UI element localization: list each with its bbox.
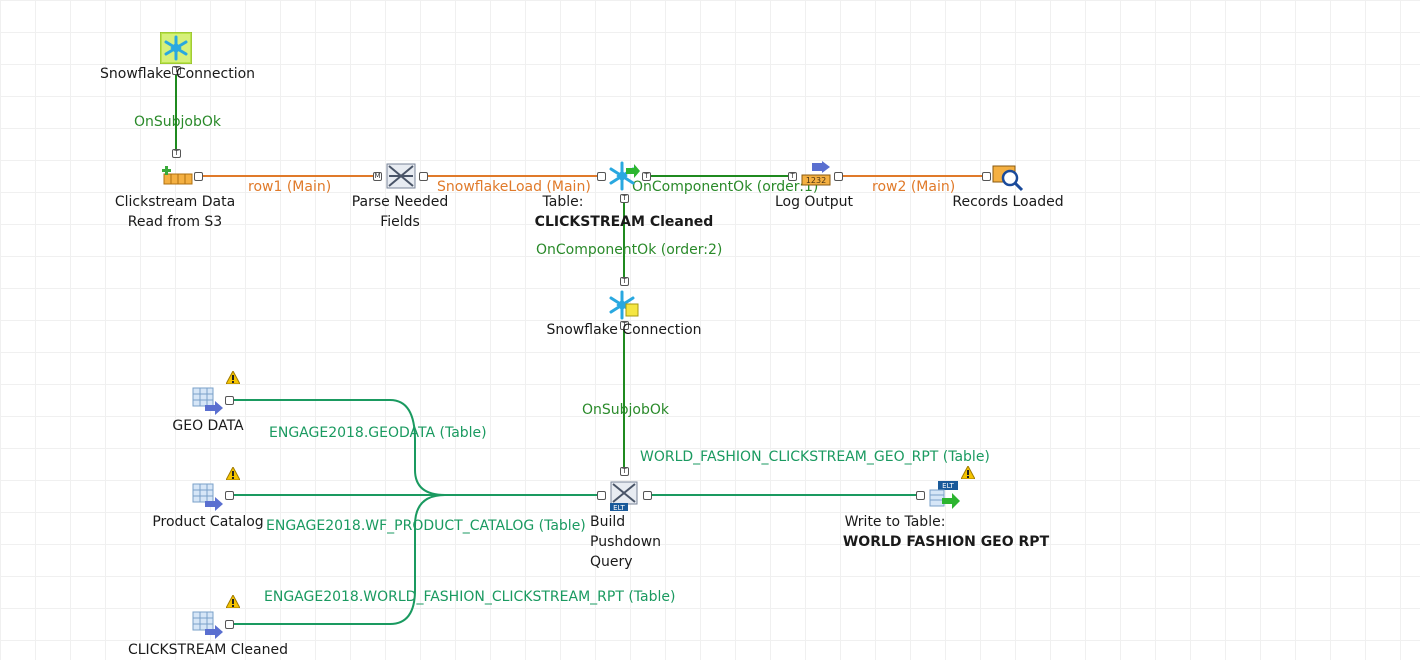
connector-out[interactable] — [834, 172, 843, 181]
label-subjob-ok-1: OnSubjobOk — [134, 114, 222, 130]
snowflake-output-icon — [609, 161, 640, 191]
caption-line: Pushdown — [590, 534, 662, 550]
snowflake-connection-icon — [159, 31, 193, 65]
connector-in[interactable] — [982, 172, 991, 181]
clickstream-read-label: Clickstream Data Read from S3 — [100, 192, 250, 232]
elt-input-icon — [192, 611, 223, 639]
log-output-component[interactable]: 1232 — [800, 161, 832, 187]
connector-in[interactable]: T — [620, 467, 629, 476]
connector-out[interactable]: T — [642, 172, 651, 181]
build-query-label: Build Pushdown Query — [590, 512, 670, 572]
write-table-label-line2: WORLD FASHION GEO RPT — [836, 532, 1056, 552]
warning-icon — [225, 369, 241, 388]
label-subjob-ok-2: OnSubjobOk — [582, 402, 670, 418]
warning-icon — [225, 593, 241, 612]
connector-in[interactable]: M — [373, 172, 382, 181]
clickstream-cleaned-component[interactable] — [191, 610, 225, 640]
snowflake-output-component[interactable] — [608, 160, 640, 192]
geo-data-component[interactable] — [191, 386, 225, 416]
label-product-catalog-table: ENGAGE2018.WF_PRODUCT_CATALOG (Table) — [266, 518, 586, 534]
connector-out[interactable] — [225, 620, 234, 629]
parse-fields-label: Parse Needed Fields — [340, 192, 460, 232]
caption-line: Parse Needed — [351, 194, 449, 210]
connector-in[interactable] — [597, 491, 606, 500]
connector-out[interactable] — [225, 396, 234, 405]
connector-in[interactable] — [597, 172, 606, 181]
snowflake-connection-icon — [609, 290, 639, 320]
clickstream-read-component[interactable] — [162, 164, 194, 186]
geo-data-label: GEO DATA — [172, 418, 244, 434]
caption-line: Clickstream Data — [114, 194, 236, 210]
connector-out[interactable]: T — [620, 321, 629, 330]
caption-line: CLICKSTREAM Cleaned — [534, 214, 714, 230]
caption-line: Build — [590, 514, 626, 530]
label-component-ok-2: OnComponentOk (order:2) — [536, 242, 723, 258]
label-snowflake-load: SnowflakeLoad (Main) — [437, 179, 591, 195]
connector-out[interactable]: T — [620, 194, 629, 203]
label-geo-rpt-table: WORLD_FASHION_CLICKSTREAM_GEO_RPT (Table… — [640, 449, 990, 465]
table-output-label-line1: Table: — [542, 194, 584, 210]
snowflake-connection-component-2[interactable] — [608, 290, 640, 320]
connector-in[interactable]: T — [620, 277, 629, 286]
snowflake-connection-label-2: Snowflake Connection — [546, 322, 702, 338]
elt-map-icon: ELT — [610, 481, 638, 512]
warning-icon — [225, 465, 241, 484]
records-loaded-label: Records Loaded — [952, 194, 1064, 210]
product-catalog-label: Product Catalog — [152, 514, 264, 530]
connector-out[interactable] — [194, 172, 203, 181]
write-table-component[interactable]: ELT — [928, 480, 962, 512]
log-row-icon: 1232 — [801, 161, 831, 186]
connector-in[interactable]: T — [172, 149, 181, 158]
elt-output-icon: ELT — [929, 481, 960, 509]
connector-out[interactable]: T — [172, 66, 181, 75]
warning-icon — [960, 464, 976, 483]
label-row2: row2 (Main) — [872, 179, 956, 195]
parse-fields-component[interactable] — [385, 160, 417, 192]
records-loaded-component[interactable] — [992, 160, 1024, 192]
caption-line: WORLD FASHION GEO RPT — [842, 534, 1050, 550]
connector-out[interactable] — [225, 491, 234, 500]
caption-line: Fields — [380, 214, 420, 230]
label-clickstream-rpt-table: ENGAGE2018.WORLD_FASHION_CLICKSTREAM_RPT… — [264, 589, 676, 605]
log-viewer-icon — [992, 165, 1024, 192]
build-query-component[interactable]: ELT — [608, 480, 640, 512]
snowflake-connection-label-1: Snowflake Connection — [100, 66, 256, 82]
label-component-ok-1: OnComponentOk (order:1) — [632, 179, 819, 195]
elt-badge: ELT — [942, 482, 954, 490]
connector-in[interactable] — [916, 491, 925, 500]
label-row1: row1 (Main) — [248, 179, 332, 195]
connector-out[interactable] — [643, 491, 652, 500]
product-catalog-component[interactable] — [191, 482, 225, 512]
table-output-label-line2: CLICKSTREAM Cleaned — [534, 212, 714, 232]
link-clickstream-rpt[interactable] — [233, 494, 446, 625]
clickstream-cleaned-label: CLICKSTREAM Cleaned — [127, 642, 288, 658]
write-table-label-line1: Write to Table: — [844, 514, 946, 530]
log-output-label: Log Output — [774, 194, 854, 210]
link-geodata[interactable] — [233, 399, 446, 496]
caption-line: Query — [590, 554, 633, 570]
svg-text:1232: 1232 — [806, 176, 826, 185]
file-input-icon — [162, 166, 193, 185]
tmap-icon — [386, 163, 416, 189]
elt-badge: ELT — [613, 504, 625, 512]
caption-line: Read from S3 — [127, 214, 223, 230]
label-geodata-table: ENGAGE2018.GEODATA (Table) — [269, 425, 487, 441]
snowflake-connection-component-1[interactable] — [159, 31, 193, 65]
elt-input-icon — [192, 387, 223, 415]
connector-in[interactable]: T — [788, 172, 797, 181]
connector-out[interactable] — [419, 172, 428, 181]
elt-input-icon — [192, 483, 223, 511]
